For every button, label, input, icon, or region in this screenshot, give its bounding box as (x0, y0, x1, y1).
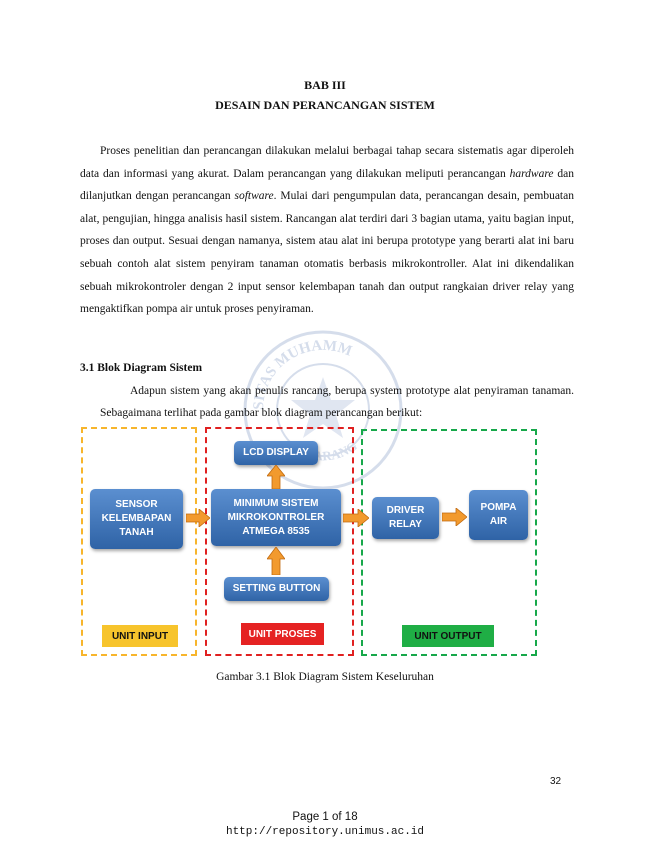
unit-proses-frame (205, 427, 354, 656)
page-number: 32 (550, 776, 562, 787)
lcd-display-block: LCD DISPLAY (234, 441, 318, 465)
pompa-air-block: POMPA AIR (469, 490, 528, 540)
unit-output-frame (361, 429, 537, 656)
intro-paragraph: Proses penelitian dan perancangan dilaku… (80, 145, 574, 316)
setting-button-block: SETTING BUTTON (224, 577, 329, 601)
arrow-mcu-to-lcd-icon (267, 465, 285, 489)
university-seal-watermark: SITAS MUHAMM SEMARANG (243, 330, 403, 490)
chapter-title: DESAIN DAN PERANCANGAN SISTEM (215, 98, 435, 112)
arrow-setting-to-mcu-icon (267, 547, 285, 575)
section-paragraph: Adapun sistem yang akan penulis rancang,… (100, 385, 574, 419)
driver-relay-block: DRIVER RELAY (372, 497, 439, 539)
section-title: 3.1 Blok Diagram Sistem (80, 362, 203, 374)
mcu-block: MINIMUM SISTEM MIKROKONTROLER ATMEGA 853… (211, 489, 341, 546)
unit-input-frame (81, 427, 197, 656)
unit-output-label: UNIT OUTPUT (402, 625, 494, 647)
footer-page-indicator: Page 1 of 18 (292, 811, 358, 823)
chapter-number: BAB III (304, 78, 346, 92)
footer-url: http://repository.unimus.ac.id (225, 826, 425, 838)
arrow-driver-to-pompa-icon (442, 508, 467, 526)
block-diagram: SENSOR KELEMBAPAN TANAH LCD DISPLAY MINI… (80, 425, 540, 660)
sensor-block: SENSOR KELEMBAPAN TANAH (90, 489, 183, 549)
arrow-mcu-to-driver-icon (343, 509, 369, 527)
unit-proses-label: UNIT PROSES (241, 623, 324, 645)
figure-caption: Gambar 3.1 Blok Diagram Sistem Keseluruh… (216, 671, 434, 683)
arrow-sensor-to-mcu-icon (186, 509, 210, 527)
unit-input-label: UNIT INPUT (102, 625, 178, 647)
